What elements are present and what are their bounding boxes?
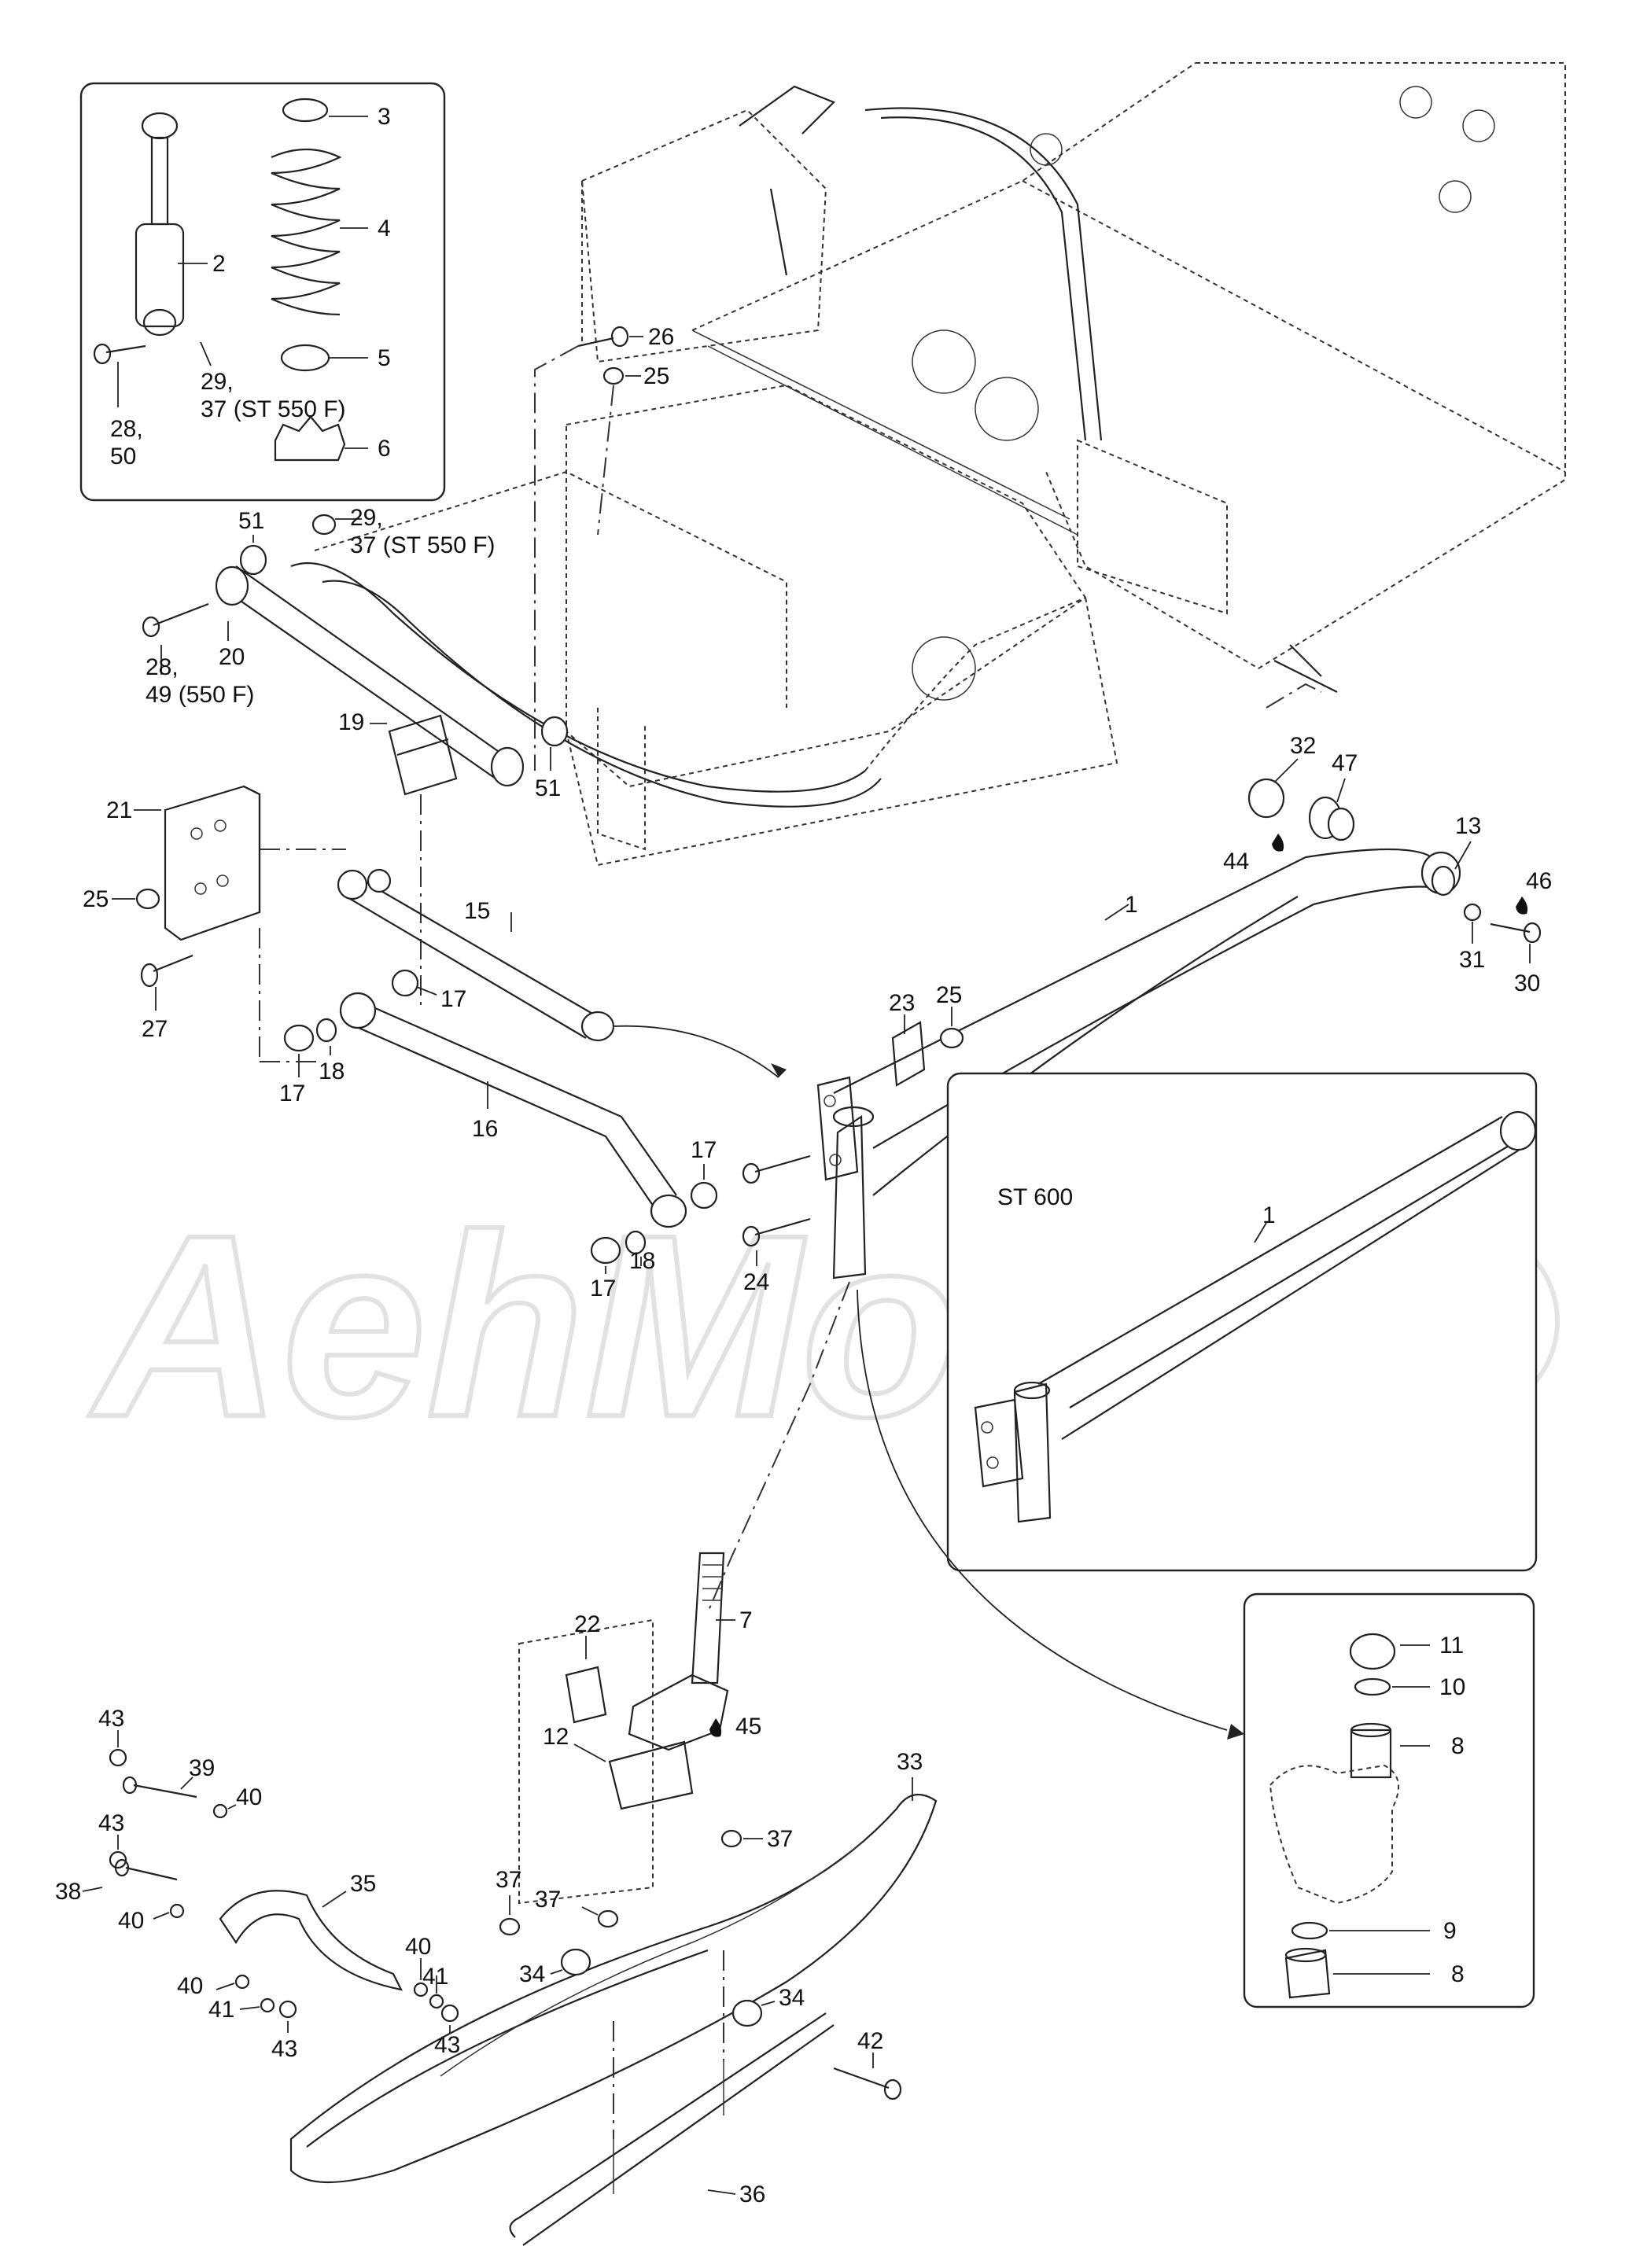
callout-32: 32: [1290, 733, 1316, 759]
callout-17b: 17: [279, 1081, 305, 1106]
bolt-26-nut-25: 26 25: [534, 324, 674, 771]
callout-5: 5: [378, 345, 391, 371]
bracket-19: 19: [338, 709, 458, 1007]
callout-40d: 40: [405, 1934, 431, 1960]
callout-29b-2: 37 (ST 550 F): [350, 532, 496, 558]
callout-10: 10: [1439, 1674, 1465, 1700]
ski: 33 37 37 37 34 34: [289, 1749, 938, 2184]
callout-35: 35: [350, 1871, 376, 1897]
callout-6: 6: [378, 436, 391, 462]
callout-30: 30: [1514, 970, 1540, 996]
st600-box: [946, 1072, 1538, 1572]
callout-31: 31: [1459, 947, 1485, 973]
shock-inset: 3 4 5 6 2 28, 50 29, 37 (ST 550 F): [79, 82, 446, 502]
ski-saddle: 22 12: [518, 1611, 694, 1905]
spindle-7: 7 45: [628, 1552, 761, 1751]
callout-8b: 8: [1451, 1961, 1465, 1987]
callout-44: 44: [1223, 849, 1249, 874]
callout-17a: 17: [440, 986, 466, 1012]
callout-18b: 18: [629, 1248, 655, 1274]
callout-1: 1: [1125, 892, 1138, 918]
callout-42: 42: [857, 2028, 883, 2054]
callout-40c: 40: [177, 1973, 203, 1999]
callout-40a: 40: [236, 1784, 262, 1810]
callout-19: 19: [338, 709, 364, 735]
callout-37a: 37: [767, 1826, 793, 1852]
callout-17d: 17: [590, 1276, 616, 1302]
callout-51a: 51: [238, 508, 264, 534]
callout-34b: 34: [779, 1985, 805, 2011]
callout-38: 38: [55, 1879, 81, 1905]
callout-2: 2: [212, 251, 226, 277]
callout-43a: 43: [98, 1706, 124, 1732]
chassis-frame: [290, 62, 1566, 867]
callout-41a: 41: [208, 1997, 234, 2023]
callout-41b: 41: [422, 1964, 448, 1990]
callout-8a: 8: [1451, 1733, 1465, 1759]
callout-29a: 29,: [201, 369, 234, 395]
callout-28a: 28,: [110, 416, 143, 442]
callout-27: 27: [142, 1016, 168, 1042]
callout-36: 36: [739, 2181, 765, 2207]
callout-43d: 43: [434, 2032, 460, 2058]
radius-rod-15: 15: [337, 868, 787, 1078]
radius-rod-16: 17 17 18 16 17 17 18: [260, 969, 718, 1302]
callout-47: 47: [1332, 750, 1358, 776]
bracket-21: 21 25 27: [83, 785, 346, 1062]
inset-box: [79, 82, 446, 502]
bushing-box: [1243, 1592, 1535, 2008]
callout-33: 33: [897, 1749, 923, 1775]
callout-21: 21: [106, 797, 132, 823]
bushing-inset: 11 10 8 9 8: [857, 1289, 1535, 2008]
st600-title: ST 600: [997, 1184, 1073, 1210]
callout-34a: 34: [519, 1961, 545, 1987]
callout-25a: 25: [643, 363, 669, 389]
callout-1b: 1: [1262, 1202, 1276, 1228]
callout-20: 20: [219, 644, 245, 670]
callout-40b: 40: [118, 1908, 144, 1934]
callout-22: 22: [574, 1611, 600, 1637]
callout-45b: 45: [735, 1714, 761, 1740]
callout-12: 12: [543, 1724, 569, 1750]
shock-absorber: [134, 112, 185, 337]
callout-23: 23: [889, 990, 915, 1016]
callout-24: 24: [743, 1269, 769, 1295]
callout-28a-2: 50: [110, 444, 136, 469]
callout-29b: 29,: [350, 505, 383, 531]
callout-28b: 28,: [146, 654, 179, 680]
callout-18a: 18: [319, 1059, 345, 1084]
callout-7: 7: [739, 1607, 753, 1633]
ski-handle-35: 35 39 43 43 38 40 40 40 41 43 40 41: [55, 1706, 460, 2062]
callout-46: 46: [1526, 868, 1552, 894]
callout-13: 13: [1455, 813, 1481, 839]
callout-29a-2: 37 (ST 550 F): [201, 396, 346, 422]
st600-inset: ST 600 1: [946, 1072, 1538, 1572]
callout-4: 4: [378, 215, 391, 241]
callout-43b: 43: [98, 1810, 124, 1836]
callout-37b: 37: [496, 1867, 521, 1893]
callout-26: 26: [648, 324, 674, 350]
callout-51b: 51: [535, 775, 561, 801]
callout-16: 16: [472, 1116, 498, 1142]
callout-28b-2: 49 (550 F): [146, 682, 254, 708]
callout-9: 9: [1443, 1918, 1457, 1944]
callout-37c: 37: [535, 1887, 561, 1913]
callout-25c: 25: [936, 982, 962, 1008]
upper-radius-rod: 51 20 29, 37 (ST 550 F) 28, 49 (550 F) 5…: [142, 505, 569, 801]
callout-3: 3: [378, 104, 391, 130]
runner-36: 36 42: [509, 1950, 902, 2246]
callout-39: 39: [189, 1755, 215, 1781]
callout-25b: 25: [83, 886, 109, 912]
callout-15: 15: [464, 898, 490, 924]
callout-43c: 43: [271, 2036, 297, 2062]
callout-17c: 17: [691, 1137, 717, 1163]
callout-11: 11: [1439, 1633, 1464, 1659]
